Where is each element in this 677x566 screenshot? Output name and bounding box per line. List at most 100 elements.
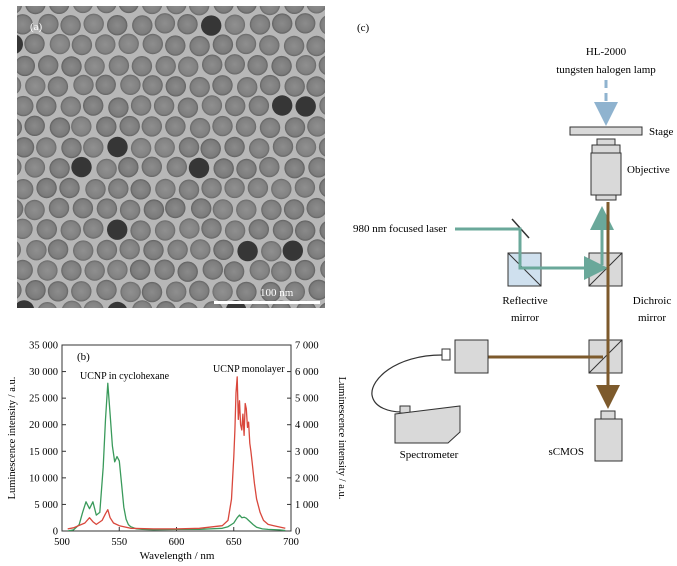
nanocrystal-dark xyxy=(71,156,92,178)
nanocrystal xyxy=(60,96,81,117)
nanocrystal xyxy=(83,13,104,35)
nanocrystal xyxy=(166,156,187,178)
nanocrystal xyxy=(320,260,325,278)
nanocrystal xyxy=(120,281,141,303)
nanocrystal xyxy=(118,33,139,54)
nanocrystal xyxy=(17,281,22,299)
nanocrystal xyxy=(61,56,82,77)
nanocrystal xyxy=(179,218,200,239)
nanocrystal xyxy=(155,178,176,200)
scale-bar-label: 100 nm xyxy=(260,287,294,299)
y-tick-label-left: 35 000 xyxy=(29,341,58,352)
nanocrystal xyxy=(73,6,93,14)
nanocrystal xyxy=(59,177,80,199)
nanocrystal-dark xyxy=(295,96,316,117)
nanocrystal xyxy=(38,13,59,35)
y-tick-label-left: 10 000 xyxy=(29,473,58,484)
spectrometer xyxy=(394,405,461,444)
nanocrystal xyxy=(132,15,153,36)
nanocrystal xyxy=(212,34,234,55)
panel-a-label: (a) xyxy=(30,21,43,33)
nanocrystal xyxy=(36,137,57,158)
nanocrystal xyxy=(154,220,176,241)
y-tick-label-left: 20 000 xyxy=(29,420,58,431)
nanocrystal xyxy=(154,259,175,280)
nanocrystal xyxy=(130,95,152,116)
nanocrystal xyxy=(224,177,245,199)
lamp-label-line2: tungsten halogen lamp xyxy=(556,64,656,76)
nanocrystal xyxy=(153,95,175,117)
nanocrystal xyxy=(308,279,325,300)
nanocrystal xyxy=(17,259,33,281)
nanocrystal xyxy=(203,301,223,308)
nanocrystal xyxy=(96,279,117,301)
nanocrystal xyxy=(201,95,223,116)
nanocrystal xyxy=(295,136,317,158)
nanocrystal xyxy=(96,198,118,219)
y-tick-label-left: 25 000 xyxy=(29,394,58,405)
nanocrystal xyxy=(237,77,258,98)
x-tick-label: 500 xyxy=(54,537,70,548)
nanocrystal xyxy=(96,116,117,137)
nanocrystal xyxy=(71,281,92,302)
nanocrystal xyxy=(178,137,200,158)
nanocrystal xyxy=(190,239,211,260)
nanocrystal xyxy=(236,199,257,220)
optical-setup: (c) HL-2000 tungsten halogen lamp Stage … xyxy=(353,22,674,462)
nanocrystal xyxy=(307,116,325,137)
nanocrystal xyxy=(259,156,280,178)
nanocrystal xyxy=(132,300,153,308)
nanocrystal-dark xyxy=(108,301,127,308)
nanocrystal xyxy=(60,220,81,241)
nanocrystal xyxy=(260,281,281,303)
nanocrystal xyxy=(17,218,33,239)
nanocrystal xyxy=(213,239,234,260)
nanocrystal xyxy=(202,54,223,75)
nanocrystal xyxy=(26,240,47,261)
nanocrystal xyxy=(284,281,305,302)
nanocrystal xyxy=(259,35,280,56)
series-line-cyclohexane xyxy=(67,382,286,531)
y-axis-label-left: Luminescence intensity / a.u. xyxy=(7,377,18,500)
nanocrystal xyxy=(141,156,162,177)
scale-bar xyxy=(214,301,320,304)
y-tick-label-right: 2 000 xyxy=(295,473,319,484)
dichroic-label-line2: mirror xyxy=(638,312,666,324)
nanocrystal xyxy=(108,178,129,199)
nanocrystal-field xyxy=(17,6,325,308)
nanocrystal xyxy=(177,14,198,35)
nanocrystal xyxy=(306,6,325,14)
nanocrystal xyxy=(36,96,57,117)
nanocrystal xyxy=(247,177,269,199)
nanocrystal xyxy=(271,261,292,282)
nanocrystal-dark xyxy=(17,300,35,308)
nanocrystal xyxy=(189,6,210,16)
nanocrystal xyxy=(178,56,199,77)
nanocrystal xyxy=(189,280,210,301)
nanocrystal xyxy=(24,157,46,178)
nanocrystal xyxy=(36,219,57,240)
nanocrystal xyxy=(318,55,325,75)
nanocrystal xyxy=(108,55,130,76)
fiber-coupler xyxy=(454,339,489,374)
nanocrystal xyxy=(130,137,152,159)
lamp-label-line1: HL-2000 xyxy=(586,46,627,58)
objective-lens xyxy=(590,138,622,201)
nanocrystal xyxy=(83,137,104,158)
nanocrystal-dark xyxy=(282,240,303,261)
nanocrystal xyxy=(17,14,33,35)
nanocrystal xyxy=(177,261,198,282)
nanocrystal xyxy=(259,117,281,138)
nanocrystal-dark xyxy=(107,219,128,240)
nanocrystal xyxy=(200,138,221,159)
nanocrystal xyxy=(119,239,140,260)
nanocrystal xyxy=(118,157,139,178)
nanocrystal xyxy=(141,116,162,137)
nanocrystal xyxy=(283,199,305,220)
nanocrystal xyxy=(156,301,176,308)
nanocrystal xyxy=(38,55,59,76)
nanocrystal xyxy=(165,35,186,56)
